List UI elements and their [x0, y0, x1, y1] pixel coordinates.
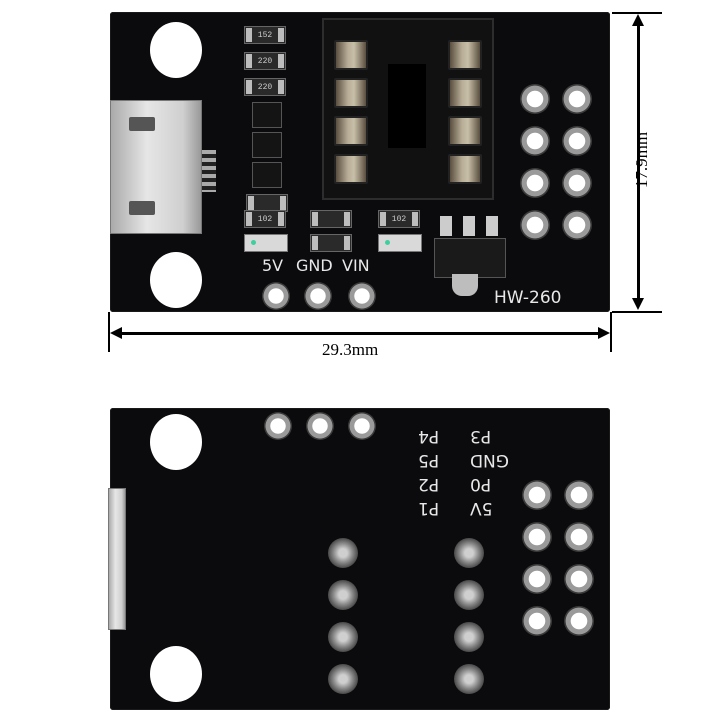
label-5v: 5V	[262, 256, 284, 275]
io-pad[interactable]	[562, 84, 592, 114]
label-vin: VIN	[342, 256, 370, 275]
micro-usb-port[interactable]	[110, 100, 202, 234]
pin-label-right-2: P0	[470, 474, 492, 494]
solder-joint	[328, 664, 358, 694]
usb-latch-icon	[129, 117, 155, 131]
io-pad[interactable]	[564, 522, 594, 552]
resistor-r3: 220	[244, 78, 286, 96]
io-pad[interactable]	[520, 84, 550, 114]
diode-d1	[252, 102, 282, 128]
usb-pins	[202, 150, 216, 192]
height-dimension-line	[637, 22, 640, 302]
pin-label-left-1: P5	[418, 450, 440, 470]
width-dimension-label: 29.3mm	[322, 340, 379, 359]
power-pad[interactable]	[348, 412, 376, 440]
capacitor-c3	[310, 234, 352, 252]
usb-latch-icon	[129, 201, 155, 215]
regulator-pin	[486, 216, 498, 236]
power-pad-vin[interactable]	[348, 282, 376, 310]
dip8-socket[interactable]	[322, 18, 494, 200]
arrow-up-icon	[632, 14, 644, 26]
resistor-r2: 220	[244, 52, 286, 70]
pin-label-left-0: P4	[418, 426, 440, 446]
bottom-board: P4 P3 P5 GND P2 P0 P1 5V	[108, 408, 610, 710]
solder-joint	[454, 664, 484, 694]
resistor-r1: 152	[244, 26, 286, 44]
width-dimension-tick-right	[610, 312, 612, 352]
pin-label-right-1: GND	[470, 450, 509, 470]
solder-joint	[328, 538, 358, 568]
socket-window	[388, 64, 426, 148]
diode-d3	[252, 162, 282, 188]
io-pad[interactable]	[522, 522, 552, 552]
power-pad-gnd[interactable]	[304, 282, 332, 310]
power-pad[interactable]	[264, 412, 292, 440]
io-pad[interactable]	[562, 168, 592, 198]
socket-pin-8	[448, 40, 482, 70]
socket-pin-6	[448, 116, 482, 146]
io-pad[interactable]	[520, 168, 550, 198]
mounting-hole-bottom	[150, 252, 202, 308]
width-dimension-line	[118, 332, 602, 335]
socket-pin-2	[334, 78, 368, 108]
io-pad[interactable]	[520, 126, 550, 156]
mounting-hole-bottom	[150, 646, 202, 702]
solder-joint	[328, 622, 358, 652]
arrow-left-icon	[110, 327, 122, 339]
model-label: HW-260	[494, 288, 562, 308]
top-board: 152 220 220 102 102 5V GND VIN HW-26	[110, 12, 610, 312]
pin-label-left-3: P1	[418, 498, 440, 518]
label-gnd: GND	[296, 256, 333, 275]
resistor-r5: 102	[378, 210, 420, 228]
pin-label-right-0: P3	[470, 426, 492, 446]
resistor-r4: 102	[244, 210, 286, 228]
io-pad[interactable]	[564, 606, 594, 636]
resistor-code: 220	[257, 56, 273, 66]
mounting-hole-top	[150, 22, 202, 78]
led-power	[244, 234, 288, 252]
arrow-down-icon	[632, 298, 644, 310]
height-dimension-label: 17.9mm	[632, 131, 652, 189]
resistor-code: 152	[257, 30, 273, 40]
micro-usb-edge	[108, 488, 126, 630]
power-pad[interactable]	[306, 412, 334, 440]
io-pad[interactable]	[522, 606, 552, 636]
resistor-code: 102	[391, 214, 407, 224]
arrow-right-icon	[598, 327, 610, 339]
regulator-tab	[452, 274, 478, 296]
pin-label-left-2: P2	[418, 474, 440, 494]
socket-pin-5	[448, 154, 482, 184]
socket-pin-3	[334, 116, 368, 146]
led-status	[378, 234, 422, 252]
io-pad[interactable]	[562, 210, 592, 240]
resistor-code: 220	[257, 82, 273, 92]
regulator-pin	[463, 216, 475, 236]
io-pad[interactable]	[522, 480, 552, 510]
power-pad-5v[interactable]	[262, 282, 290, 310]
io-pad[interactable]	[564, 564, 594, 594]
socket-pin-1	[334, 40, 368, 70]
io-pad[interactable]	[520, 210, 550, 240]
mounting-hole-top	[150, 414, 202, 470]
resistor-code: 102	[257, 214, 273, 224]
width-dimension-tick-left	[108, 312, 110, 352]
solder-joint	[454, 580, 484, 610]
io-pad[interactable]	[562, 126, 592, 156]
socket-pin-7	[448, 78, 482, 108]
regulator-pin	[440, 216, 452, 236]
io-pad[interactable]	[564, 480, 594, 510]
diode-d2	[252, 132, 282, 158]
capacitor-c2	[310, 210, 352, 228]
solder-joint	[454, 538, 484, 568]
pin-label-right-3: 5V	[470, 498, 493, 518]
solder-joint	[328, 580, 358, 610]
solder-joint	[454, 622, 484, 652]
height-dimension-tick-bottom	[612, 311, 662, 313]
voltage-regulator	[434, 238, 506, 278]
height-dimension-tick-top	[612, 12, 662, 14]
socket-pin-4	[334, 154, 368, 184]
io-pad[interactable]	[522, 564, 552, 594]
